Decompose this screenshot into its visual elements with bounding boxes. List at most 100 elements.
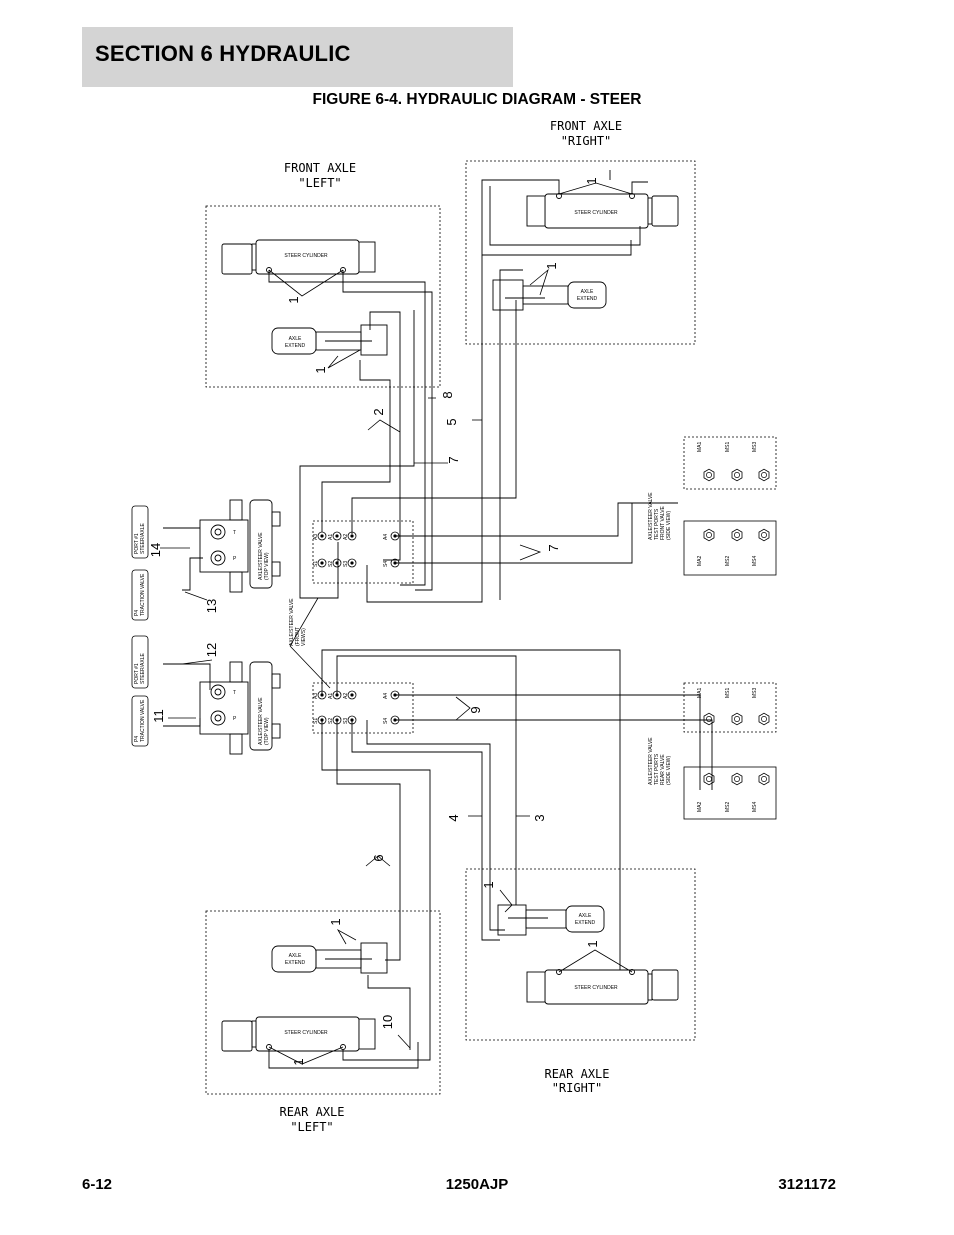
valve-top-view-label: AXLE/STEER VALVE (258, 532, 264, 580)
svg-text:S3: S3 (343, 561, 349, 567)
axle-extend-label: AXLE (581, 289, 594, 295)
front-left-area (205, 205, 441, 388)
svg-text:STEER/AXLE: STEER/AXLE (140, 522, 146, 554)
footer-model: 1250AJP (445, 1176, 509, 1193)
steer-cylinder-label: STEER CYLINDER (284, 1030, 328, 1036)
svg-text:TEST PORTS: TEST PORTS (654, 508, 660, 540)
svg-text:MS3: MS3 (752, 688, 758, 699)
valve-port-t-label: T (233, 530, 236, 536)
svg-text:A1: A1 (328, 693, 334, 699)
svg-text:PORT #1: PORT #1 (134, 663, 140, 684)
steer-cylinder-label: STEER CYLINDER (574, 210, 618, 216)
svg-text:A1: A1 (328, 534, 334, 540)
callout-7: 7 (546, 544, 561, 551)
valve-top-view-label: (TOP VIEW) (264, 717, 270, 745)
callout-7: 7 (446, 456, 461, 463)
axle-extend-label: AXLE (579, 913, 592, 919)
svg-text:FRONT VALVE: FRONT VALVE (660, 505, 666, 540)
callout-14: 14 (148, 543, 163, 557)
callout-11: 11 (151, 709, 166, 723)
callout-13: 13 (204, 599, 219, 613)
port-steer-tag (131, 635, 149, 689)
rear-valve-ports-box (312, 682, 414, 734)
svg-text:MS2: MS2 (725, 802, 731, 813)
callout-1: 1 (328, 918, 343, 925)
callout-10: 10 (380, 1015, 395, 1029)
rear-left-area (205, 910, 441, 1095)
footer-doc-number: 3121172 (778, 1176, 836, 1193)
test-port-fittings (703, 468, 770, 786)
front-left-caption-1: FRONT AXLE (284, 161, 356, 175)
callout-5: 5 (444, 418, 459, 425)
callout-2: 2 (371, 408, 386, 415)
svg-text:PORT #1: PORT #1 (134, 533, 140, 554)
front-left-caption-2: "LEFT" (298, 176, 341, 190)
svg-text:AXLE/STEER VALVE: AXLE/STEER VALVE (648, 737, 654, 785)
svg-text:S1: S1 (313, 561, 319, 567)
callout-1: 1 (286, 296, 301, 303)
callout-3: 3 (532, 814, 547, 821)
svg-text:P4: P4 (134, 736, 140, 742)
footer-page-number: 6-12 (82, 1176, 113, 1193)
axle-extend-label: EXTEND (285, 343, 306, 349)
axle-extend-label: EXTEND (575, 920, 596, 926)
port-traction-tag (131, 695, 149, 747)
callout-1: 1 (585, 940, 600, 947)
svg-text:TRACTION VALVE: TRACTION VALVE (140, 699, 146, 742)
svg-text:MS1: MS1 (725, 688, 731, 699)
svg-text:STEER/AXLE: STEER/AXLE (140, 652, 146, 684)
rear-right-area (465, 868, 696, 1041)
svg-text:P4: P4 (134, 610, 140, 616)
svg-text:MS1: MS1 (725, 442, 731, 453)
svg-text:MA1: MA1 (697, 688, 703, 699)
rear-right-caption-1: REAR AXLE (544, 1067, 609, 1081)
callout-12: 12 (204, 643, 219, 657)
rear-right-axle-extend (497, 904, 605, 936)
svg-text:REAR VALVE: REAR VALVE (660, 754, 666, 785)
valve-top-view-label: (TOP VIEW) (264, 552, 270, 580)
callout-1: 1 (584, 177, 599, 184)
svg-text:MS4: MS4 (752, 802, 758, 813)
front-test-ports-top (683, 436, 777, 490)
axle-extend-label: AXLE (289, 953, 302, 959)
front-right-area (465, 160, 696, 345)
rear-left-caption-2: "LEFT" (290, 1120, 333, 1134)
callout-4: 4 (446, 814, 461, 821)
svg-text:A3: A3 (313, 693, 319, 699)
port-steer-tag (131, 505, 149, 559)
svg-text:A2: A2 (343, 693, 349, 699)
axle-extend-label: AXLE (289, 336, 302, 342)
svg-text:(SIDE VIEW): (SIDE VIEW) (666, 510, 672, 540)
hose-lines (163, 170, 713, 1069)
front-left-steer-cylinder (221, 239, 376, 275)
svg-text:MA2: MA2 (697, 802, 703, 813)
front-right-caption-2: "RIGHT" (561, 134, 612, 148)
svg-text:A4: A4 (383, 534, 389, 540)
rear-left-caption-1: REAR AXLE (279, 1105, 344, 1119)
callout-1: 1 (544, 262, 559, 269)
svg-text:S1: S1 (313, 718, 319, 724)
svg-text:MS4: MS4 (752, 556, 758, 567)
valve-top-view-label: AXLE/STEER VALVE (258, 697, 264, 745)
rear-right-steer-cylinder (526, 969, 679, 1005)
front-right-caption-1: FRONT AXLE (550, 119, 622, 133)
svg-text:S2: S2 (328, 561, 334, 567)
rear-test-ports-top (683, 682, 777, 733)
callout-1: 1 (481, 881, 496, 888)
front-test-ports-bottom (683, 520, 777, 576)
valve-front-views-label: AXLE/STEER VALVE (289, 598, 295, 646)
svg-text:(SIDE VIEW): (SIDE VIEW) (666, 755, 672, 785)
section-title: SECTION 6 HYDRAULIC (95, 41, 351, 66)
svg-text:VIEWS): VIEWS) (301, 628, 307, 646)
svg-text:MA1: MA1 (697, 442, 703, 453)
front-left-axle-extend (271, 324, 388, 356)
svg-text:S4: S4 (383, 718, 389, 724)
axle-extend-label: EXTEND (577, 296, 598, 302)
svg-text:MS2: MS2 (725, 556, 731, 567)
svg-text:AXLE/STEER VALVE: AXLE/STEER VALVE (648, 492, 654, 540)
svg-text:S3: S3 (343, 718, 349, 724)
steer-cylinder-label: STEER CYLINDER (284, 253, 328, 259)
callout-6: 6 (371, 854, 386, 861)
front-axle-steer-valve-block (199, 499, 281, 593)
